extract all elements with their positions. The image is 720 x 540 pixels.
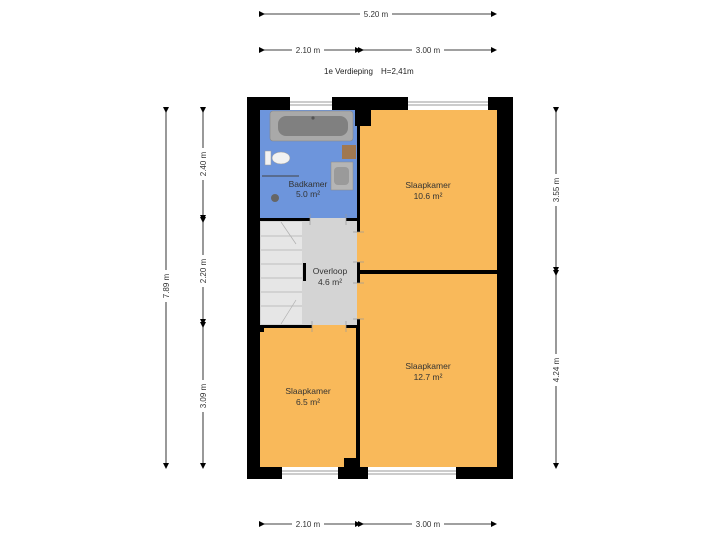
drain-icon [271, 194, 279, 202]
right-dimension-top: 3.55 m [550, 107, 562, 273]
floor-height: H=2,41m [381, 67, 414, 76]
door-overloop-to-bottom-right-bedroom [353, 282, 364, 320]
sink-icon [330, 161, 354, 191]
left-dimension-total: 7.89 m [160, 107, 172, 469]
top-dimension-left: 2.10 m [259, 44, 361, 56]
bathtub-icon [269, 110, 354, 142]
room-slaapkamer-bottom-right-name: Slaapkamer [405, 361, 451, 371]
left-dimension-bottom: 3.09 m [197, 322, 209, 469]
room-slaapkamer-bottom-left [260, 328, 356, 467]
svg-text:2.20 m: 2.20 m [199, 258, 208, 283]
staircase-icon [261, 221, 302, 325]
stair-rail [303, 263, 306, 281]
left-dimension-mid: 2.20 m [197, 217, 209, 325]
top-dimension-total: 5.20 m [259, 8, 497, 20]
cabinet-icon [342, 145, 356, 159]
wall-overloop-bedroom [260, 325, 357, 328]
room-slaapkamer-bottom-right-area: 12.7 m² [414, 372, 443, 382]
window-bottom-right [368, 467, 456, 479]
svg-text:3.55 m: 3.55 m [552, 177, 561, 202]
toilet-icon [264, 150, 291, 166]
svg-text:2.10 m: 2.10 m [296, 46, 321, 55]
room-badkamer-name: Badkamer [289, 179, 328, 189]
window-bottom-left [282, 467, 338, 479]
svg-text:2.10 m: 2.10 m [296, 520, 321, 529]
right-dimension-bottom: 4.24 m [550, 270, 562, 469]
svg-text:3.09 m: 3.09 m [199, 383, 208, 408]
window-top-left [290, 97, 332, 110]
bottom-dimension-left: 2.10 m [259, 518, 361, 530]
door-overloop-to-top-bedroom [353, 231, 364, 263]
wall-bath-overloop [260, 218, 357, 221]
svg-text:3.00 m: 3.00 m [416, 46, 441, 55]
room-slaapkamer-top [360, 110, 497, 270]
room-slaapkamer-bottom-left-name: Slaapkamer [285, 386, 331, 396]
wall-corner-bottom [344, 458, 358, 468]
wall-left-notch [260, 328, 264, 332]
door-overloop-to-bottom-left-bedroom [311, 321, 347, 332]
room-slaapkamer-bottom-left-area: 6.5 m² [296, 397, 320, 407]
room-slaapkamer-top-name: Slaapkamer [405, 180, 451, 190]
bottom-dimension-right: 3.00 m [358, 518, 497, 530]
room-slaapkamer-top-area: 10.6 m² [414, 191, 443, 201]
svg-text:4.24 m: 4.24 m [552, 357, 561, 382]
floor-title: 1e Verdieping [324, 67, 373, 76]
room-overloop-name: Overloop [313, 266, 348, 276]
room-slaapkamer-bottom-right [360, 274, 497, 467]
left-dimension-top: 2.40 m [197, 107, 209, 221]
room-badkamer-area: 5.0 m² [296, 189, 320, 199]
window-top-right [408, 97, 488, 110]
wall-right-bedrooms [360, 270, 497, 274]
svg-text:5.20 m: 5.20 m [364, 10, 389, 19]
room-overloop-area: 4.6 m² [318, 277, 342, 287]
svg-text:7.89 m: 7.89 m [162, 273, 171, 298]
svg-text:2.40 m: 2.40 m [199, 151, 208, 176]
svg-text:3.00 m: 3.00 m [416, 520, 441, 529]
door-overloop-to-bath [309, 214, 347, 225]
top-dimension-right: 3.00 m [358, 44, 497, 56]
